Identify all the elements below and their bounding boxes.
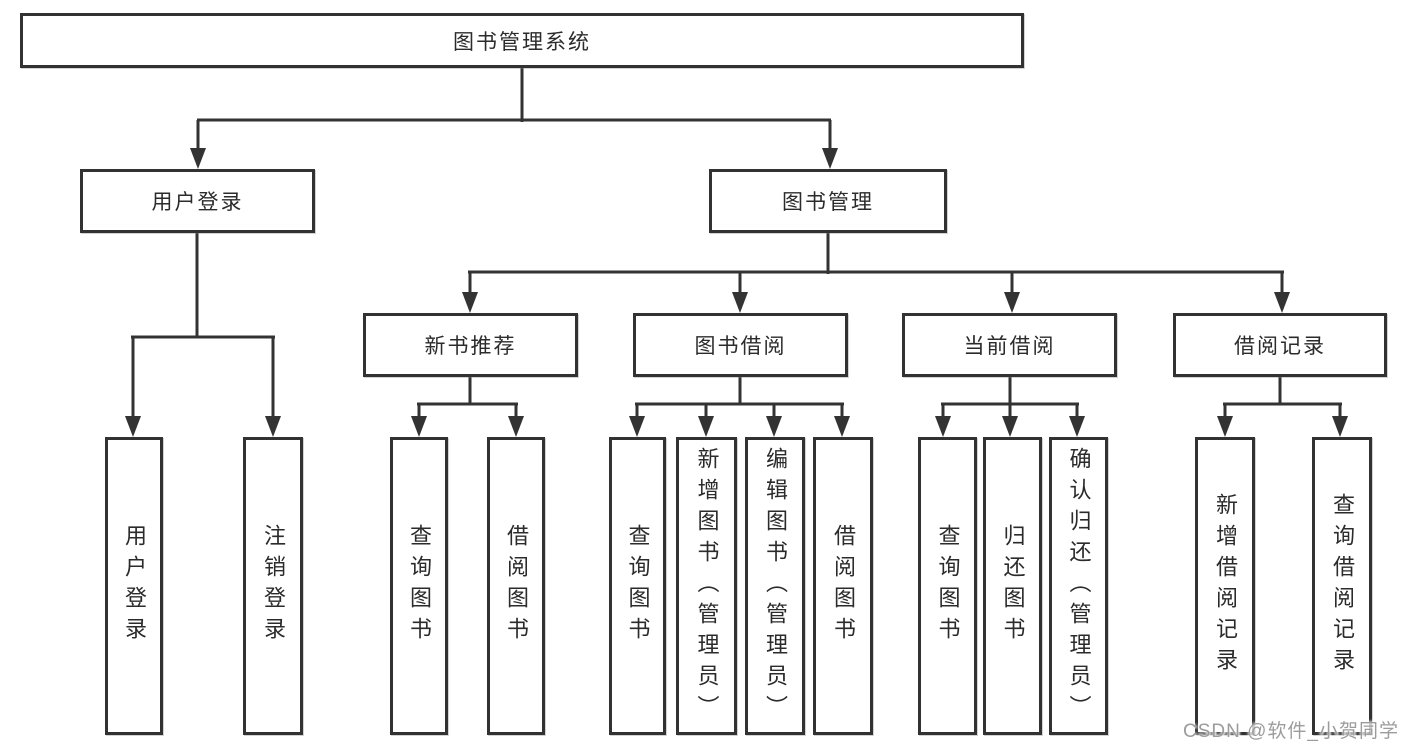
node-current-borrowing: 当前借阅 [902, 313, 1117, 377]
arrowhead-down [935, 416, 951, 437]
watermark: CSDN @软件_小贺同学 [1183, 721, 1399, 742]
node-book-management: 图书管理 [709, 169, 947, 233]
leaf-query-books-current: 查询图书 [918, 437, 977, 735]
leaf-logout: 注销登录 [243, 437, 303, 735]
arrowhead-down [629, 416, 645, 437]
node-book-borrowing: 图书借阅 [633, 313, 848, 377]
arrowhead-down [698, 416, 714, 437]
arrowhead-down [462, 292, 478, 313]
arrowhead-down [834, 416, 850, 437]
arrowhead-down [1069, 416, 1085, 437]
arrowhead-down [1002, 416, 1018, 437]
arrowhead-down [1332, 416, 1348, 437]
leaf-edit-books-admin: 编辑图书（管理员） [745, 437, 805, 735]
arrowhead-down [125, 416, 141, 437]
arrowhead-down [190, 148, 206, 169]
arrowhead-down [508, 416, 524, 437]
leaf-borrow-books: 借阅图书 [813, 437, 873, 735]
leaf-borrow-books-recommend: 借阅图书 [487, 437, 545, 735]
leaf-user-login: 用户登录 [105, 437, 163, 735]
arrowhead-down [1274, 292, 1290, 313]
arrowheads [125, 148, 1348, 437]
arrowhead-down [822, 148, 838, 169]
arrowhead-down [265, 416, 281, 437]
node-user-login: 用户登录 [80, 169, 315, 233]
leaf-return-books: 归还图书 [983, 437, 1042, 735]
node-new-book-recommendation: 新书推荐 [363, 313, 578, 377]
node-borrowing-records: 借阅记录 [1173, 313, 1387, 377]
arrowhead-down [411, 416, 427, 437]
leaf-query-books-borrow: 查询图书 [609, 437, 666, 735]
arrowhead-down [1004, 292, 1020, 313]
node-library-system: 图书管理系统 [20, 13, 1024, 68]
leaf-confirm-return-admin: 确认归还（管理员） [1049, 437, 1108, 735]
arrowhead-down [766, 416, 782, 437]
arrowhead-down [732, 292, 748, 313]
arrowhead-down [1217, 416, 1233, 437]
leaf-add-borrow-record: 新增借阅记录 [1195, 437, 1255, 735]
leaf-query-borrow-record: 查询借阅记录 [1312, 437, 1372, 735]
leaf-add-books-admin: 新增图书（管理员） [676, 437, 737, 735]
connector-lines [131, 68, 1342, 420]
leaf-query-books-recommend: 查询图书 [390, 437, 448, 735]
